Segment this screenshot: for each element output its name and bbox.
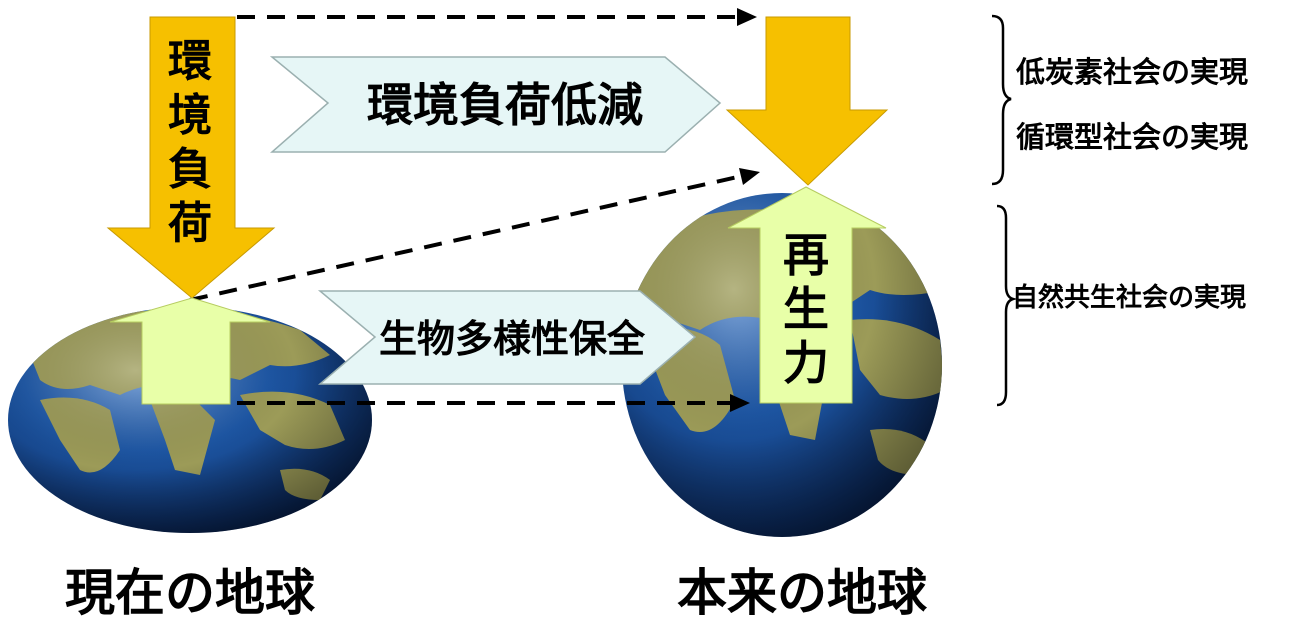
arrowhead-bottom-icon: [730, 394, 750, 412]
low-carbon-society-label: 低炭素社会の実現: [1015, 55, 1248, 89]
environmental-load-arrow-right: [725, 16, 889, 186]
brace-lower-icon: [996, 204, 1018, 407]
biodiversity-banner: [317, 290, 697, 385]
regeneration-char: 力: [783, 336, 829, 390]
environmental-load-char: 負: [168, 144, 212, 195]
recycling-society-label: 循環型社会の実現: [1016, 120, 1248, 154]
environmental-load-char: 荷: [168, 198, 212, 249]
ideal-earth-label: 本来の地球: [677, 564, 928, 619]
brace-upper-icon: [991, 14, 1012, 186]
current-earth-label: 現在の地球: [65, 564, 316, 619]
environmental-load-arrow-left: [106, 16, 276, 299]
biodiversity-label: 生物多様性保全: [379, 317, 646, 361]
regeneration-arrow-right: [727, 186, 887, 404]
dashed-arrow-diagonal: [189, 174, 743, 302]
current-earth-globe-icon: [8, 307, 372, 533]
nature-symbiosis-society-label: 自然共生社会の実現: [1012, 282, 1246, 313]
arrowhead-top-icon: [737, 8, 757, 26]
dashed-arrow-heads: [730, 8, 760, 412]
regeneration-char: 再: [783, 228, 829, 282]
environmental-load-char: 境: [168, 90, 212, 141]
environmental-load-char: 環: [168, 36, 212, 87]
regeneration-arrow-left: [109, 297, 271, 405]
dashed-arrows: [189, 15, 745, 405]
regeneration-char: 生: [783, 282, 829, 336]
load-reduction-label: 環境負荷低減: [367, 78, 643, 132]
load-reduction-banner: [269, 56, 722, 153]
arrowhead-diagonal-icon: [739, 168, 760, 185]
